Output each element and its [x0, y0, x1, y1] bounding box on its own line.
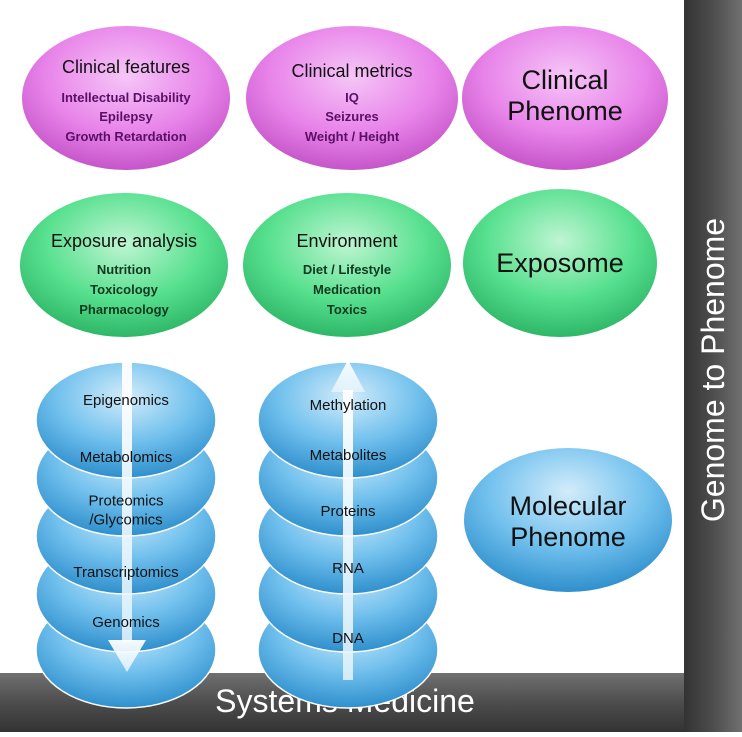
exposure-analysis-item-2: Toxicology: [90, 282, 158, 297]
clinical-phenome-line-1: Clinical: [521, 65, 608, 95]
clinical-phenome-line-2: Phenome: [507, 96, 623, 126]
omics-layer-label-2: Metabolomics: [80, 449, 173, 466]
downward-arrow: [108, 362, 146, 672]
clinical-features-item-3: Growth Retardation: [65, 129, 186, 144]
omics-layer-label-3-line-1: Proteomics: [88, 493, 163, 510]
clinical-features-item-1: Intellectual Disability: [61, 90, 191, 105]
genome-to-phenome-bar: [684, 0, 742, 732]
clinical-metrics-title: Clinical metrics: [291, 61, 412, 81]
molecular-phenome-line-2: Phenome: [510, 522, 626, 552]
omics-layer-label-1: Epigenomics: [83, 392, 169, 409]
molecule-label-5: DNA: [332, 630, 364, 647]
clinical-phenome-ellipse: Clinical Phenome: [462, 26, 668, 170]
molecule-label-3: Proteins: [320, 503, 375, 520]
molecule-label-4: RNA: [332, 560, 364, 577]
upward-arrow: [331, 360, 365, 680]
environment-title: Environment: [296, 231, 397, 251]
omics-layer-label-4: Transcriptomics: [73, 564, 178, 581]
clinical-metrics-item-2: Seizures: [325, 109, 378, 124]
exposome-label: Exposome: [496, 248, 624, 278]
environment-item-2: Medication: [313, 282, 381, 297]
environment-item-1: Diet / Lifestyle: [303, 262, 391, 277]
exposure-analysis-title: Exposure analysis: [51, 231, 197, 251]
clinical-metrics-item-1: IQ: [345, 90, 359, 105]
omics-layer-label-3-line-2: /Glycomics: [89, 512, 162, 529]
clinical-metrics-item-3: Weight / Height: [305, 129, 400, 144]
clinical-features-item-2: Epilepsy: [99, 109, 153, 124]
clinical-features-title: Clinical features: [62, 57, 190, 77]
exposure-analysis-item-3: Pharmacology: [79, 302, 169, 317]
clinical-features-ellipse: Clinical features Intellectual Disabilit…: [22, 26, 230, 170]
omics-layer-label-5: Genomics: [92, 614, 160, 631]
genome-to-phenome-label: Genome to Phenome: [695, 218, 731, 522]
environment-ellipse: Environment Diet / Lifestyle Medication …: [243, 193, 451, 337]
clinical-metrics-ellipse: Clinical metrics IQ Seizures Weight / He…: [246, 26, 458, 170]
environment-item-3: Toxics: [327, 302, 367, 317]
molecular-phenome-ellipse: Molecular Phenome: [464, 448, 672, 592]
molecular-phenome-line-1: Molecular: [509, 491, 626, 521]
exposome-ellipse: Exposome: [463, 189, 657, 337]
exposure-analysis-ellipse: Exposure analysis Nutrition Toxicology P…: [20, 193, 228, 337]
exposure-analysis-item-1: Nutrition: [97, 262, 151, 277]
omics-layer-stack: [35, 361, 217, 709]
molecule-label-1: Methylation: [310, 397, 387, 414]
molecule-label-2: Metabolites: [310, 447, 387, 464]
omics-layer-labels: EpigenomicsMetabolomicsProteomics/Glycom…: [73, 392, 178, 631]
